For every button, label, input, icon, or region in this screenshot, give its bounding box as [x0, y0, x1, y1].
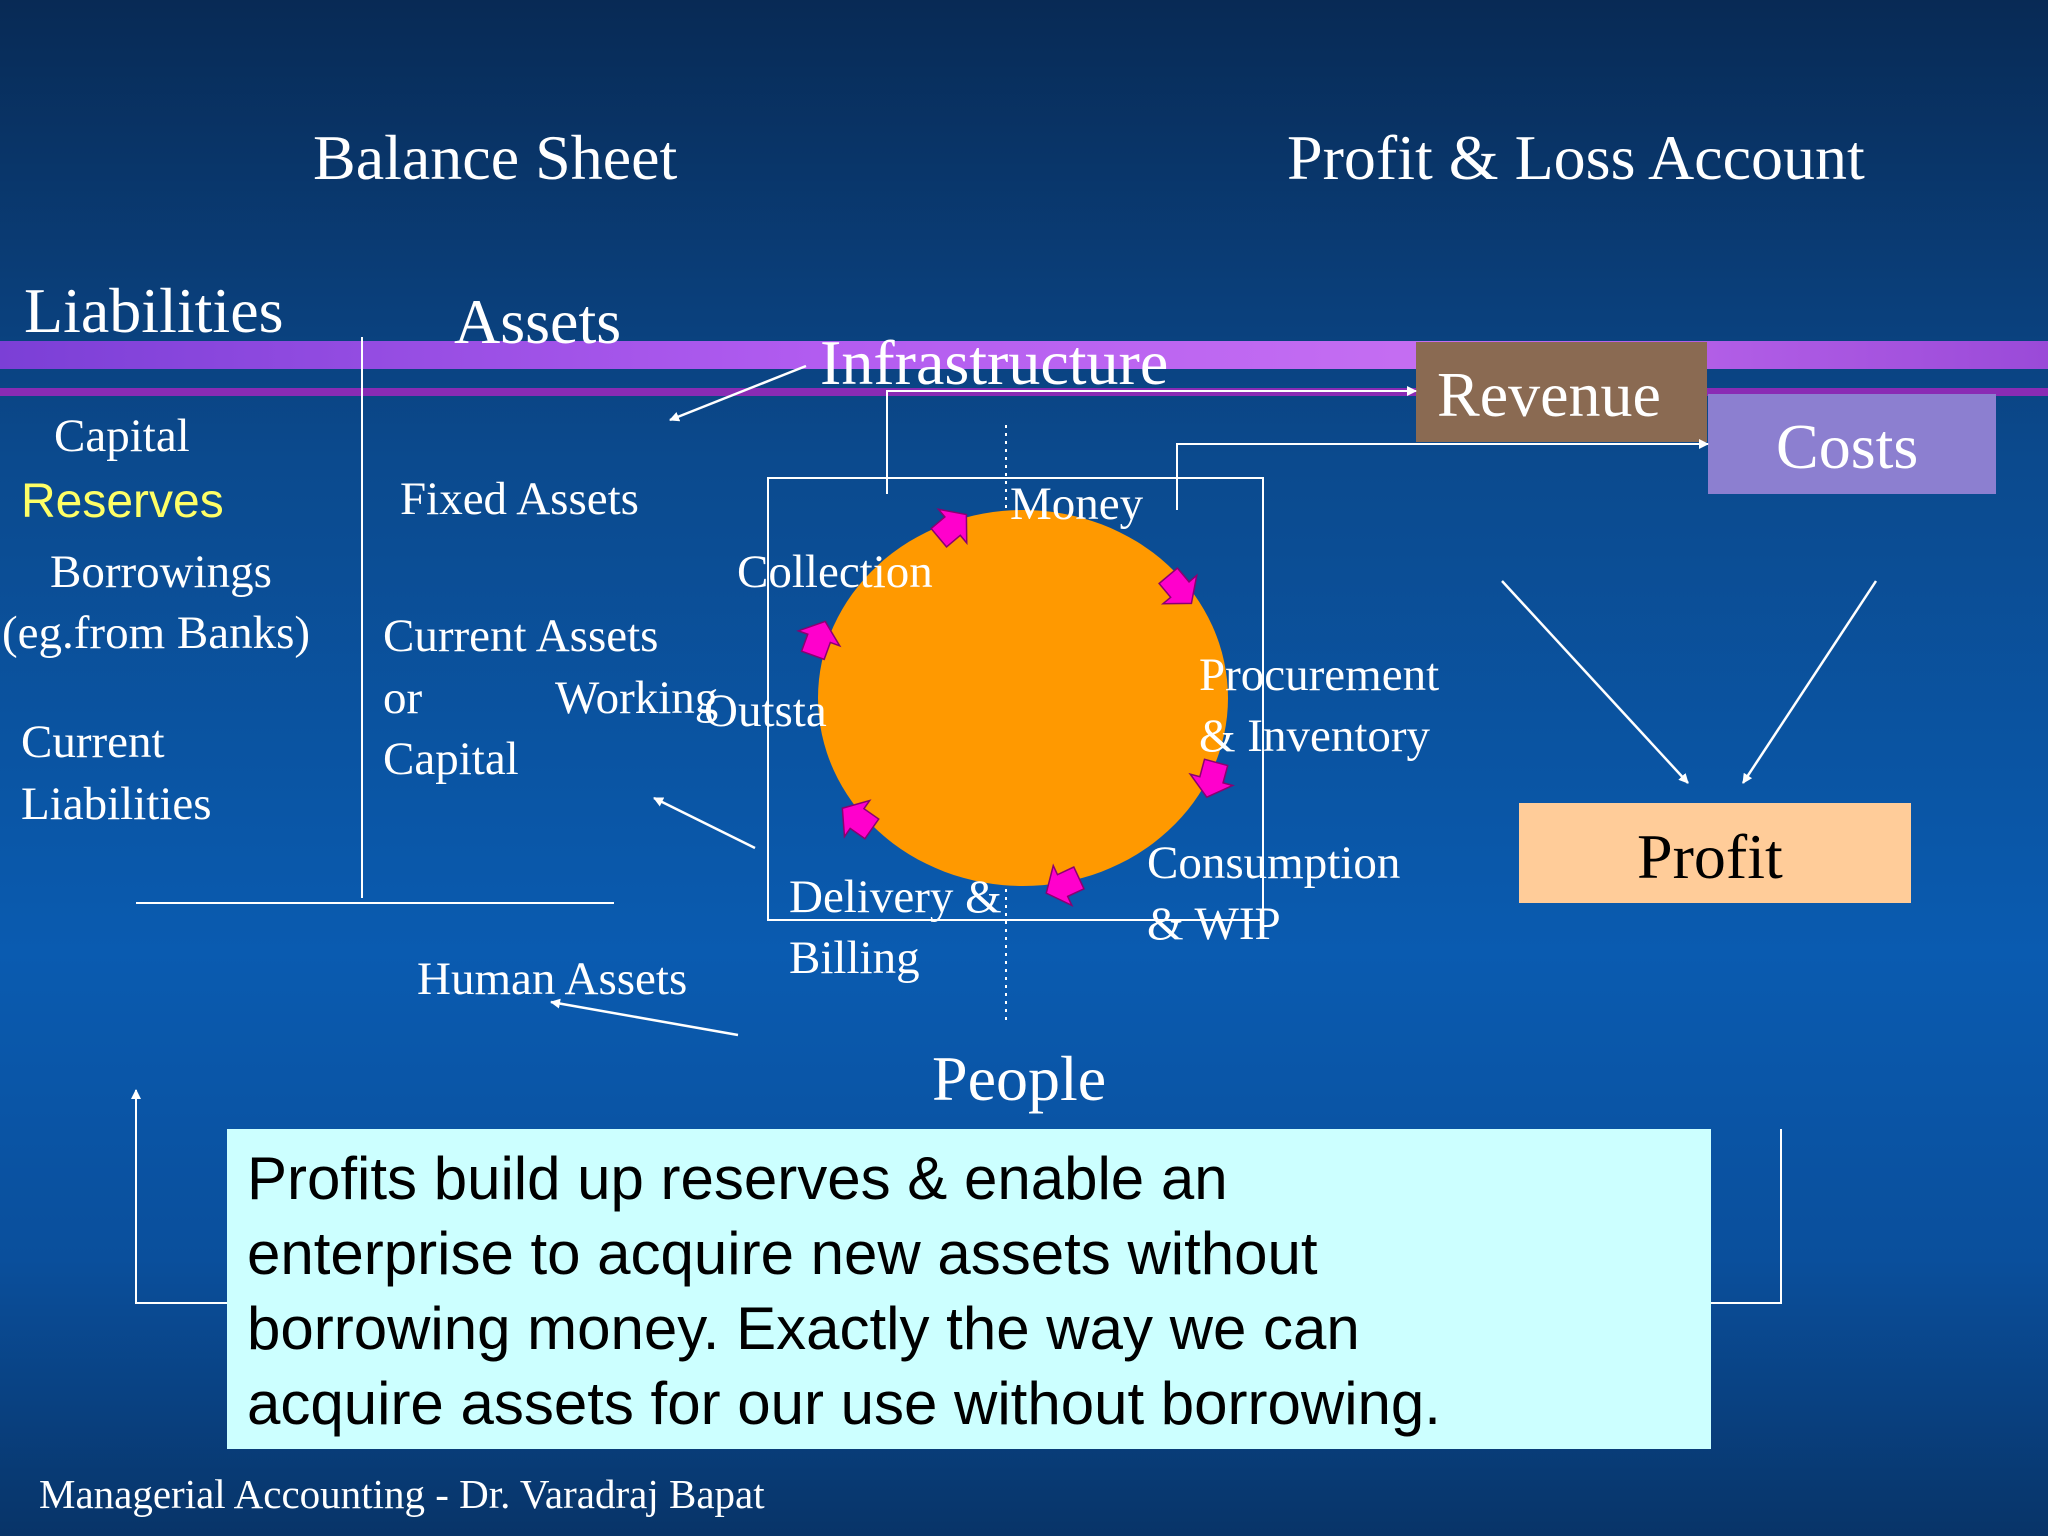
liabilities-title: Liabilities — [24, 275, 284, 346]
cycle-arrow-top — [930, 508, 968, 548]
liability-current-line1: Current — [21, 716, 165, 768]
asset-human: Human Assets — [417, 953, 688, 1005]
people-label: People — [932, 1043, 1107, 1114]
arrow-infrastructure-to-fixed — [669, 364, 807, 422]
asset-current-line2b: Working — [555, 672, 719, 724]
liability-current-line2: Liabilities — [21, 778, 212, 830]
asset-current-line1: Current Assets — [383, 610, 659, 662]
asset-current-line3: Capital — [383, 733, 519, 785]
profit-label: Profit — [1637, 821, 1783, 892]
note-line4: acquire assets for our use without borro… — [247, 1370, 1441, 1437]
delivery-line2: Billing — [789, 932, 920, 984]
cycle-arrow-right — [1188, 758, 1235, 799]
outstanding-label: Outsta — [704, 685, 827, 737]
procurement-line1: Procurement — [1199, 649, 1440, 701]
asset-fixed: Fixed Assets — [400, 473, 639, 525]
arrow-cycle-to-current — [653, 796, 756, 850]
money-label: Money — [1010, 478, 1144, 530]
revenue-box — [1416, 342, 1707, 442]
infrastructure-label: Infrastructure — [820, 327, 1169, 398]
arrow-revenue-to-profit — [1501, 580, 1689, 784]
arrow-costs-to-profit — [1741, 580, 1878, 784]
feedback-loop-left — [131, 1089, 227, 1304]
profit-loss-heading: Profit & Loss Account — [1287, 122, 1865, 193]
arrow-people-to-human — [550, 998, 739, 1037]
cycle-arrow-lower-left — [841, 799, 880, 840]
liability-capital: Capital — [54, 410, 190, 462]
feedback-loop-right — [1711, 1129, 1782, 1304]
asset-current-line2a: or — [383, 672, 423, 724]
liability-borrowings: Borrowings — [50, 546, 272, 598]
cycle-box — [767, 477, 1264, 921]
costs-label: Costs — [1776, 411, 1919, 482]
liability-borrowings-note: (eg.from Banks) — [2, 607, 311, 659]
collection-label: Collection — [737, 546, 933, 598]
consumption-line1: Consumption — [1147, 837, 1401, 889]
connector-to-revenue — [886, 386, 1417, 494]
cycle-circle — [818, 510, 1228, 886]
note-line1: Profits build up reserves & enable an — [247, 1145, 1228, 1212]
revenue-label: Revenue — [1437, 359, 1661, 430]
footer-credit: Managerial Accounting - Dr. Varadraj Bap… — [39, 1471, 765, 1517]
note-line2: enterprise to acquire new assets without — [247, 1220, 1318, 1287]
liability-reserves: Reserves — [21, 475, 224, 528]
cycle-arrow-upper-right — [1158, 567, 1198, 605]
cycle-arrow-bottom — [1045, 863, 1085, 908]
profit-box — [1519, 803, 1911, 903]
connector-to-costs — [1176, 439, 1709, 510]
consumption-line2: & WIP — [1147, 898, 1281, 950]
note-line3: borrowing money. Exactly the way we can — [247, 1295, 1360, 1362]
procurement-line2: & Inventory — [1199, 710, 1431, 762]
costs-box — [1708, 394, 1996, 494]
cycle-arrow-left — [796, 620, 842, 661]
balance-sheet-heading: Balance Sheet — [313, 122, 678, 193]
assets-title: Assets — [454, 286, 622, 357]
delivery-line1: Delivery & — [789, 871, 1002, 923]
note-box — [227, 1129, 1711, 1449]
